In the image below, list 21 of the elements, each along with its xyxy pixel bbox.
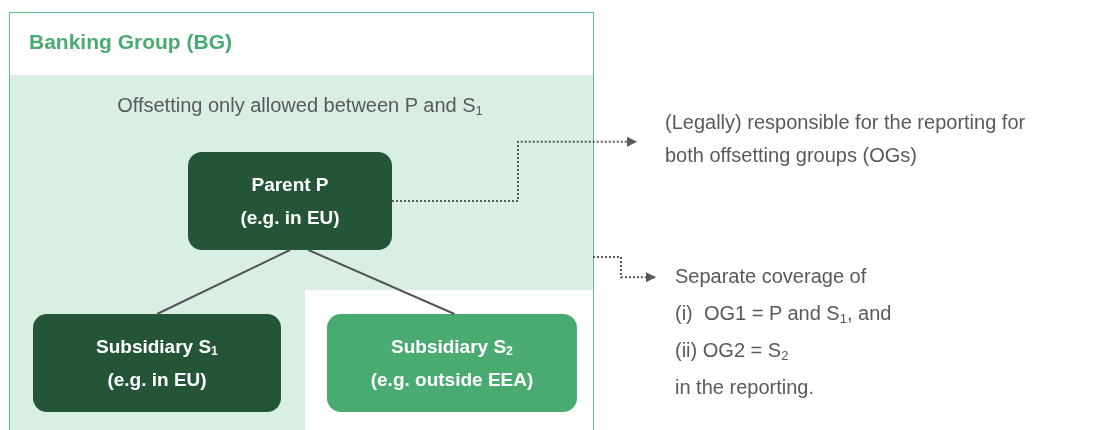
connector-line xyxy=(156,249,291,315)
note-text: (Legally) responsible for the reporting for both offsetting groups (OGs) xyxy=(665,110,1027,168)
group-title: Banking Group (BG) xyxy=(29,30,232,54)
dotted-arrow xyxy=(391,136,638,202)
note-text: Separate coverage of xyxy=(675,264,868,289)
note-text: (ii) OG2 = S$_{2}$ xyxy=(675,338,790,365)
entity-box xyxy=(188,152,392,250)
group-panel xyxy=(9,12,594,430)
dotted-arrow xyxy=(592,256,657,283)
note-text: (i) OG1 = P and S$_{1}$, and xyxy=(675,301,893,328)
entity-name: Subsidiary S$_{2}$ xyxy=(391,335,513,361)
note-text: in the reporting. xyxy=(675,375,815,400)
entity-location: (e.g. outside EEA) xyxy=(370,368,534,392)
entity-location: (e.g. in EU) xyxy=(107,368,207,392)
entity-location: (e.g. in EU) xyxy=(240,206,340,230)
entity-name: Parent P xyxy=(251,173,329,197)
entity-box xyxy=(327,314,577,412)
region-caption: Offsetting only allowed between P and S$_{1}$ xyxy=(116,94,484,117)
connector-line xyxy=(307,249,456,315)
entity-name: Subsidiary S$_{1}$ xyxy=(96,335,218,361)
entity-box xyxy=(33,314,281,412)
